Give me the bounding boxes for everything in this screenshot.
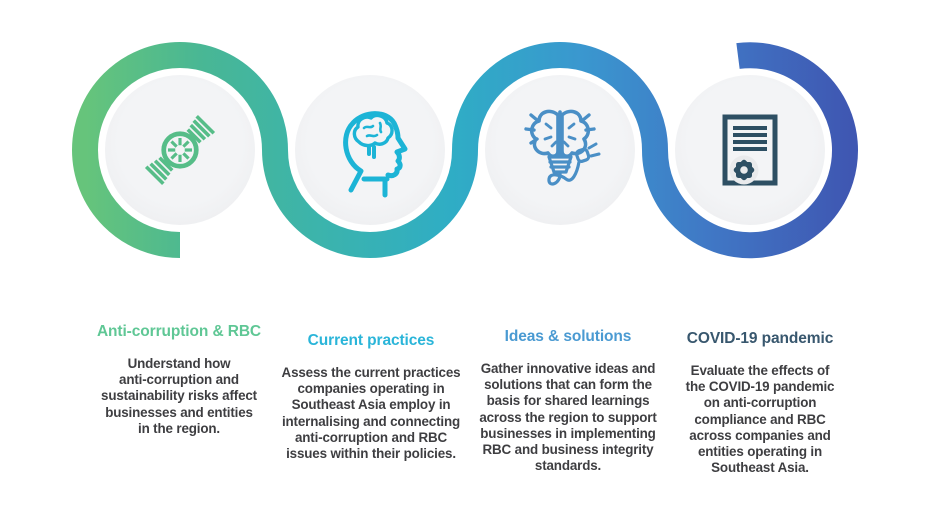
brain-bulb-plug-icon	[524, 109, 601, 186]
step-column-4: COVID-19 pandemic Evaluate the effects o…	[655, 329, 865, 476]
step-description-4: Evaluate the effects of the COVID-19 pan…	[685, 363, 835, 476]
step-description-1: Understand how anti-corruption and susta…	[101, 356, 257, 436]
step-description-3: Gather innovative ideas and solutions th…	[479, 361, 657, 474]
step-circle-1	[105, 75, 255, 225]
step-column-1: Anti-corruption & RBC Understand how ant…	[74, 322, 284, 437]
flow-graphic	[72, 42, 858, 259]
step-description-2: Assess the current practices companies o…	[281, 365, 461, 462]
step-column-2: Current practices Assess the current pra…	[266, 331, 476, 462]
step-title-2: Current practices	[307, 332, 435, 349]
step-title-1: Anti-corruption & RBC	[96, 323, 262, 340]
head-brain-icon	[343, 111, 408, 198]
serpentine-ribbon	[72, 42, 858, 259]
watch-icon	[144, 114, 216, 186]
gear-hole	[740, 166, 748, 174]
document-gear-icon	[722, 114, 778, 186]
step-title-4: COVID-19 pandemic	[686, 330, 834, 347]
step-title-3: Ideas & solutions	[504, 328, 632, 345]
step-column-3: Ideas & solutions Gather innovative idea…	[463, 327, 673, 474]
